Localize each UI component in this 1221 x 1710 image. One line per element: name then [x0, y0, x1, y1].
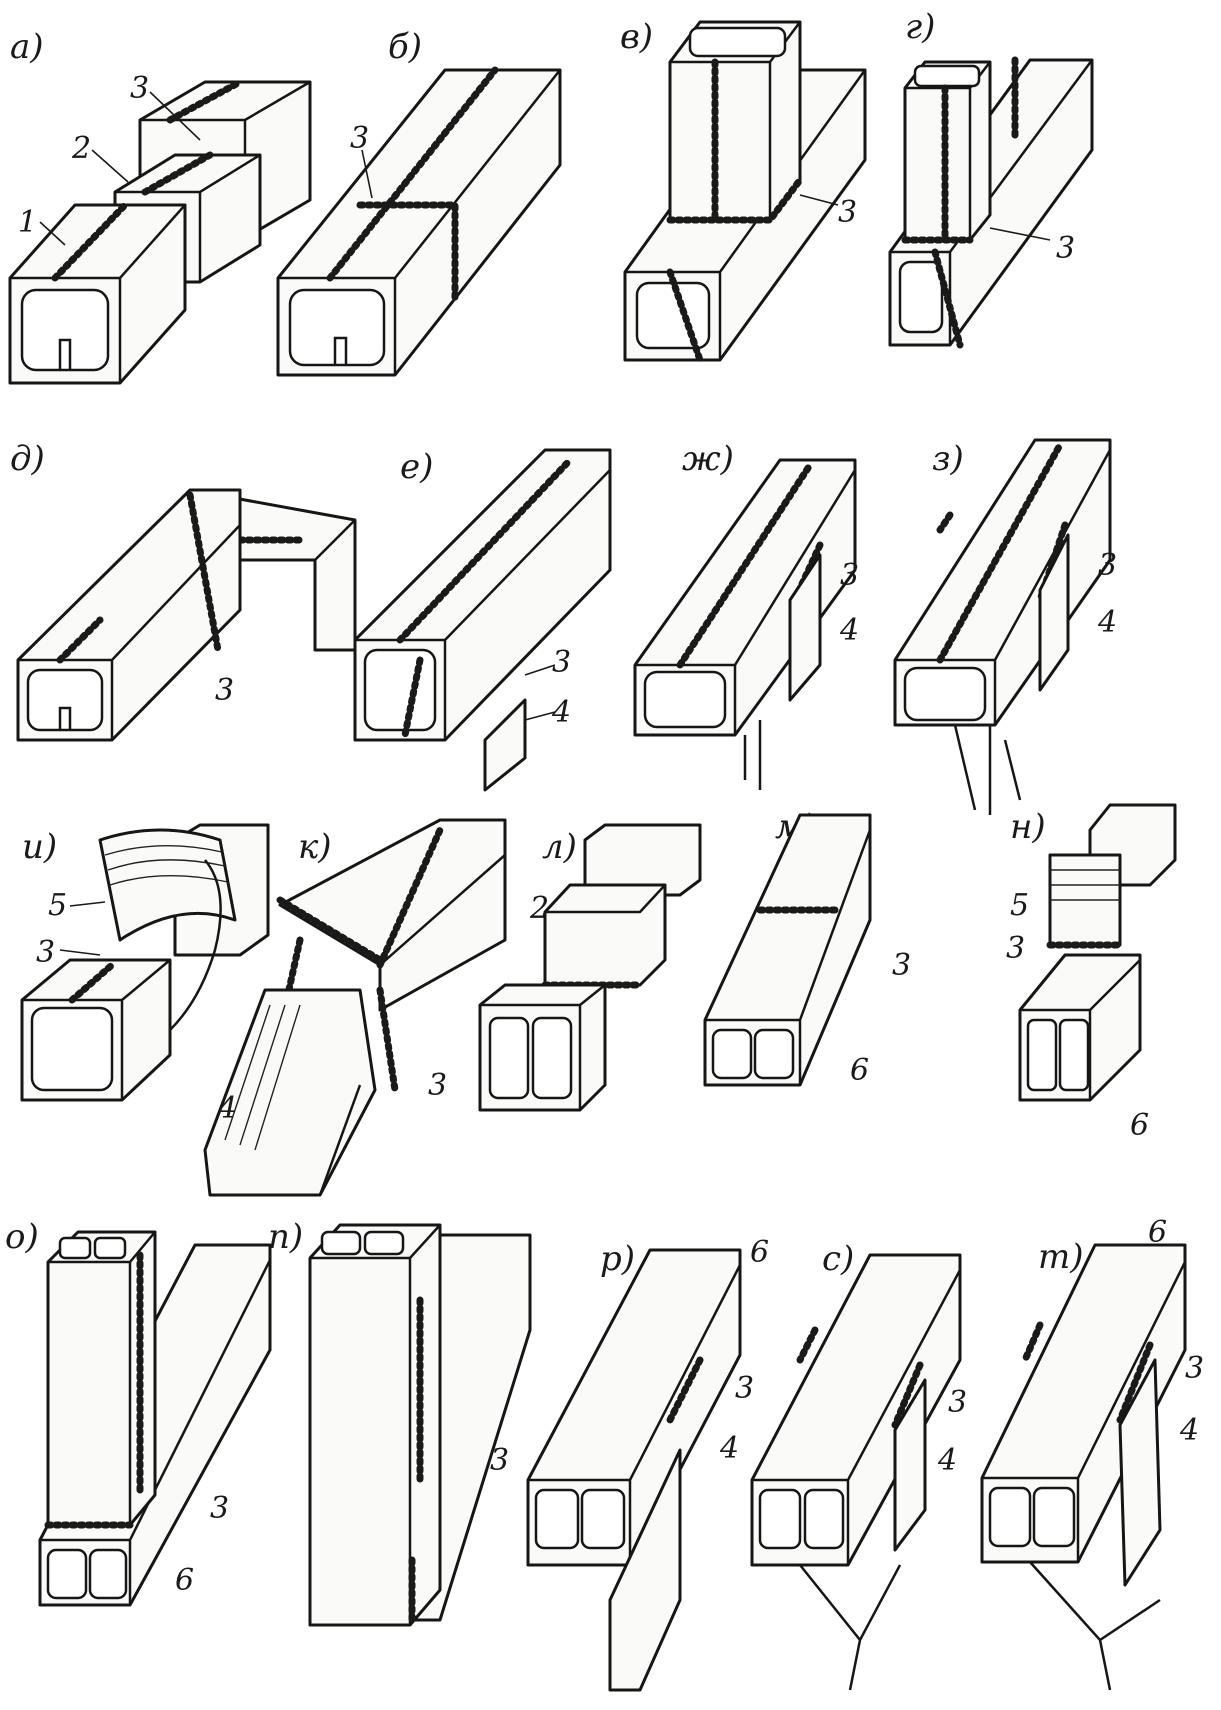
panel-zh: ж) 3 4	[633, 439, 859, 790]
callout-4: 4	[1179, 1413, 1199, 1448]
callout-3: 3	[840, 558, 859, 593]
panel-a-letter: а)	[10, 27, 44, 67]
panel-i: и) 5 3	[20, 823, 270, 1102]
callout-6: 6	[1148, 1215, 1167, 1250]
panel-s-letter: с)	[822, 1239, 854, 1279]
profile-piece-front	[8, 201, 187, 385]
callout-3: 3	[838, 195, 857, 230]
callout-4: 4	[217, 1091, 237, 1126]
callout-5: 5	[1010, 888, 1029, 923]
panel-zh-letter: ж)	[682, 439, 734, 479]
panel-v-letter: в)	[620, 17, 653, 57]
callout-3: 3	[490, 1443, 509, 1478]
callout-3: 3	[552, 645, 571, 680]
panel-z: з) 3 4	[893, 438, 1117, 815]
panel-g: г) 3	[888, 7, 1094, 349]
panel-v: в) 3	[620, 17, 867, 364]
panel-k-letter: к)	[298, 827, 332, 867]
panel-n: н) 5 3 6	[1006, 803, 1177, 1143]
panel-l-letter: л)	[542, 827, 577, 867]
panel-r: р) 6 3 4	[526, 1235, 769, 1692]
panel-o: о) 3 6	[5, 1217, 272, 1607]
callout-3: 3	[892, 948, 911, 983]
panel-b-letter: б)	[388, 27, 422, 67]
callout-3: 3	[735, 1371, 754, 1406]
panel-d: д) 3	[10, 439, 357, 742]
callout-3: 3	[1098, 548, 1117, 583]
callout-3: 3	[1056, 231, 1075, 266]
callout-5: 5	[48, 888, 67, 923]
callout-4: 4	[1097, 605, 1117, 640]
panel-t-letter: т)	[1038, 1237, 1084, 1277]
panel-e: е) 3 4	[353, 447, 612, 792]
panel-e-letter: е)	[400, 447, 433, 487]
callout-3: 3	[215, 673, 234, 708]
panel-g-letter: г)	[905, 7, 935, 47]
vertical-profile	[901, 56, 1019, 244]
vertical-profile	[666, 20, 804, 224]
callout-3: 3	[1185, 1351, 1204, 1386]
callout-6: 6	[175, 1563, 194, 1598]
panel-b: б) 3	[276, 27, 562, 377]
panel-i-letter: и)	[22, 827, 57, 867]
callout-3: 3	[948, 1385, 967, 1420]
callout-6: 6	[1130, 1108, 1149, 1143]
callout-4: 4	[937, 1443, 957, 1478]
panel-d-letter: д)	[10, 439, 45, 479]
callout-4: 4	[719, 1431, 739, 1466]
callout-4: 4	[551, 695, 571, 730]
callout-6: 6	[750, 1235, 769, 1270]
panel-l: л) 2	[478, 823, 702, 1112]
callout-2: 2	[71, 131, 91, 166]
panel-k: к) 4 3	[203, 818, 507, 1197]
panel-p-letter: п)	[268, 1217, 303, 1257]
main-profile	[16, 488, 242, 742]
panel-p: п) 3	[268, 1217, 532, 1627]
panel-z-letter: з)	[932, 439, 964, 479]
callout-1: 1	[18, 205, 37, 240]
callout-3: 3	[210, 1491, 229, 1526]
panel-s: с) 3 4	[750, 1239, 967, 1691]
callout-3: 3	[130, 71, 149, 106]
callout-6: 6	[850, 1053, 869, 1088]
callout-2: 2	[529, 891, 549, 926]
callout-3: 3	[428, 1068, 447, 1103]
callout-3: 3	[36, 935, 55, 970]
panel-r-letter: р)	[600, 1239, 635, 1279]
panel-t: т) 6 3 4	[980, 1215, 1204, 1691]
callout-4: 4	[839, 613, 859, 648]
callout-3: 3	[1006, 931, 1025, 966]
callout-3: 3	[350, 121, 369, 156]
panel-m: м) 3 6	[703, 807, 911, 1088]
panel-a: а) 1 2 3	[8, 27, 312, 385]
panel-o-letter: о)	[5, 1217, 39, 1257]
panel-n-letter: н)	[1010, 807, 1046, 847]
